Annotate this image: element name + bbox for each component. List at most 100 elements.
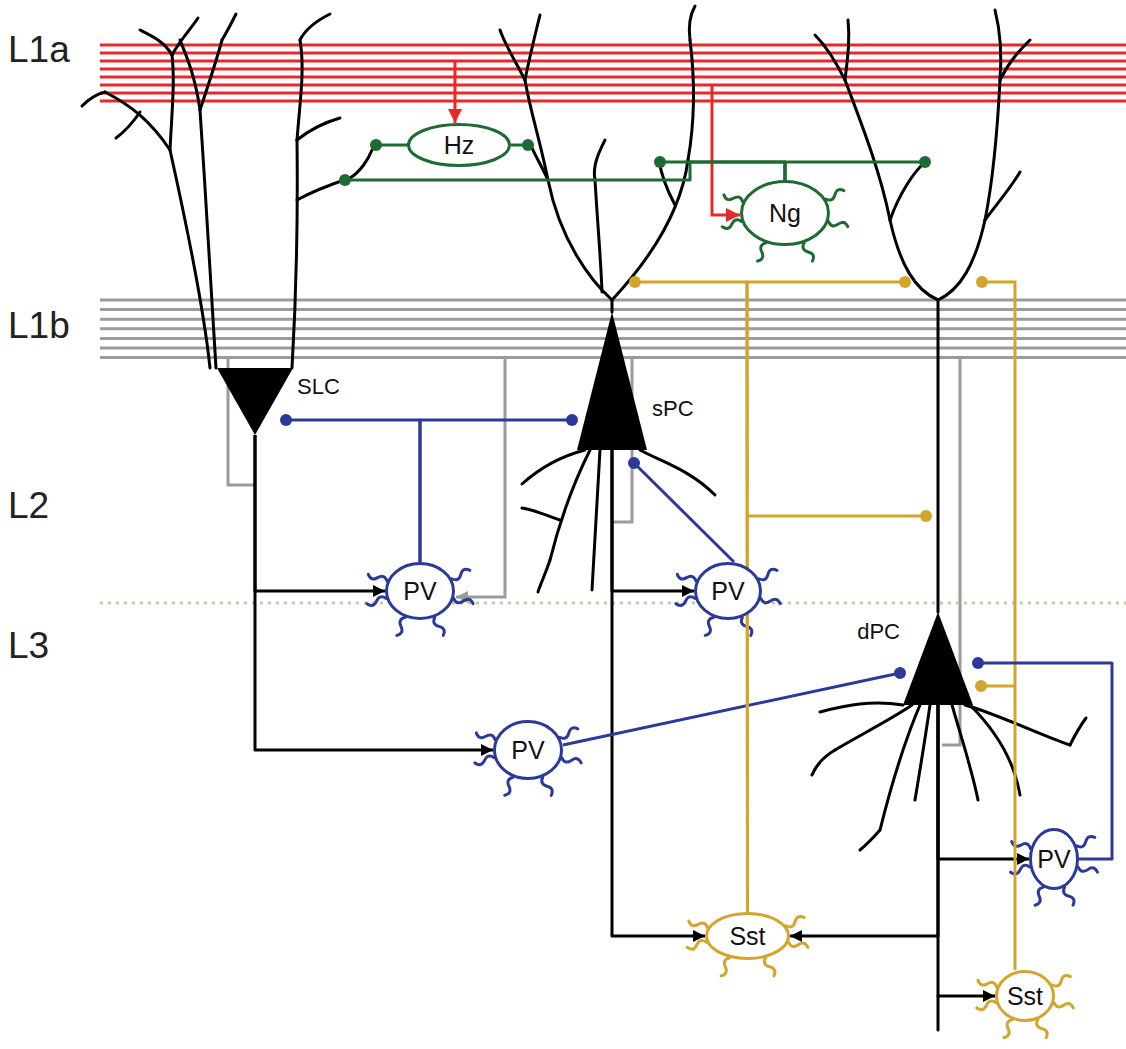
- inhibitory-synapse: [635, 282, 748, 912]
- layer-label: L3: [8, 627, 49, 664]
- inhibitory-synapse: [978, 663, 1112, 859]
- cell-label: Hz: [444, 133, 475, 158]
- excitatory-synapse: [612, 450, 705, 936]
- interneuron-cell: PV: [694, 562, 762, 620]
- neurite: [368, 574, 387, 581]
- pyramidal-cell: sPC: [577, 312, 647, 450]
- cell-outline: [707, 914, 789, 959]
- neurite: [764, 958, 774, 976]
- cell-body: [217, 368, 293, 435]
- inhibitory-synapse: [660, 162, 785, 180]
- neurite: [721, 958, 729, 976]
- neurite: [1004, 1020, 1012, 1038]
- inhibitory-synapse: [511, 144, 528, 147]
- neurite: [562, 758, 581, 763]
- layer-label: L1b: [8, 307, 70, 344]
- l1a-fibers: [100, 45, 1126, 101]
- inhibitory-synapse: [634, 463, 734, 562]
- cell-outline: [387, 564, 454, 619]
- inhibitory-synapse: [420, 420, 572, 562]
- interneuron-cell: PV: [385, 562, 455, 620]
- interneuron-cell: Ng: [740, 180, 830, 246]
- neurite: [722, 220, 741, 229]
- cell-label: Ng: [769, 201, 801, 226]
- neurite: [705, 617, 713, 635]
- interneuron-cell: Sst: [705, 912, 790, 960]
- inhibitory-synapse: [286, 420, 420, 562]
- neurite: [761, 599, 780, 604]
- neurite: [367, 597, 386, 606]
- interneuron-processes: [367, 190, 1098, 1038]
- neurite: [1011, 865, 1030, 874]
- cell-body: [577, 312, 647, 450]
- neurite: [1054, 1003, 1073, 1008]
- neurite: [475, 756, 494, 765]
- neurite: [789, 942, 808, 947]
- cell-label: Sst: [729, 924, 765, 949]
- interneuron-cell: Sst: [995, 970, 1055, 1022]
- cell-body: [903, 612, 973, 705]
- neurite: [560, 728, 578, 738]
- excitatory-synapse: [612, 450, 694, 591]
- neurite: [689, 921, 708, 928]
- neurite: [542, 777, 552, 795]
- cell-label: PV: [511, 738, 544, 763]
- neurite: [397, 617, 405, 635]
- neurite: [828, 222, 847, 227]
- cell-label: sPC: [652, 398, 694, 420]
- cell-outline: [696, 564, 761, 619]
- inhibitory-synapse: [785, 162, 925, 180]
- inhibitory-synapse: [563, 673, 900, 745]
- interneuron-cell: PV: [493, 720, 563, 780]
- neurite: [826, 190, 844, 200]
- neurite: [977, 1001, 996, 1010]
- cell-outline: [1031, 830, 1078, 889]
- neurite: [1077, 836, 1095, 846]
- neurite: [434, 617, 444, 635]
- soma-triangle: [217, 368, 293, 435]
- interneuron-cell: PV: [1029, 828, 1079, 890]
- neurite: [978, 980, 997, 987]
- layer-label: L1a: [8, 31, 70, 68]
- neurite: [505, 777, 513, 795]
- inhibitory-synapse: [747, 282, 905, 912]
- soma-triangle: [903, 612, 973, 705]
- cell-outline: [997, 972, 1054, 1021]
- cell-label: SLC: [297, 376, 340, 398]
- excitatory-synapse: [255, 435, 385, 591]
- pyramidal-cell: dPC: [903, 612, 973, 705]
- neurite: [786, 916, 804, 926]
- neurite: [1078, 867, 1097, 872]
- axon-branches: [747, 282, 1015, 686]
- neurite: [1064, 887, 1074, 905]
- neurite: [452, 569, 470, 579]
- neurite: [676, 597, 695, 606]
- inhibitory-synapse: [345, 162, 785, 180]
- cell-label: Sst: [1007, 984, 1043, 1009]
- neurite: [1035, 887, 1043, 905]
- cell-outline: [742, 182, 829, 245]
- neurite: [759, 569, 777, 579]
- excitatory-synapse: [938, 705, 995, 996]
- layer-label: L2: [8, 487, 49, 524]
- neurite: [454, 599, 473, 604]
- cell-outline: [409, 125, 510, 166]
- inhibitory-synapse: [981, 686, 1015, 970]
- neurite: [1052, 976, 1070, 986]
- excitatory-synapse: [790, 705, 938, 936]
- inhibitory-synapse: [376, 144, 407, 147]
- excitatory-synapse: [255, 435, 493, 750]
- cell-outline: [495, 722, 562, 779]
- neurite: [687, 940, 706, 949]
- cell-label: PV: [403, 579, 436, 604]
- pyramidal-cell: SLC: [217, 368, 293, 435]
- cell-label: dPC: [857, 621, 900, 643]
- dendrites: [82, 6, 1086, 1030]
- neurite: [724, 195, 743, 202]
- cell-label: PV: [711, 579, 744, 604]
- cell-label: PV: [1037, 847, 1070, 872]
- neurite: [803, 243, 813, 261]
